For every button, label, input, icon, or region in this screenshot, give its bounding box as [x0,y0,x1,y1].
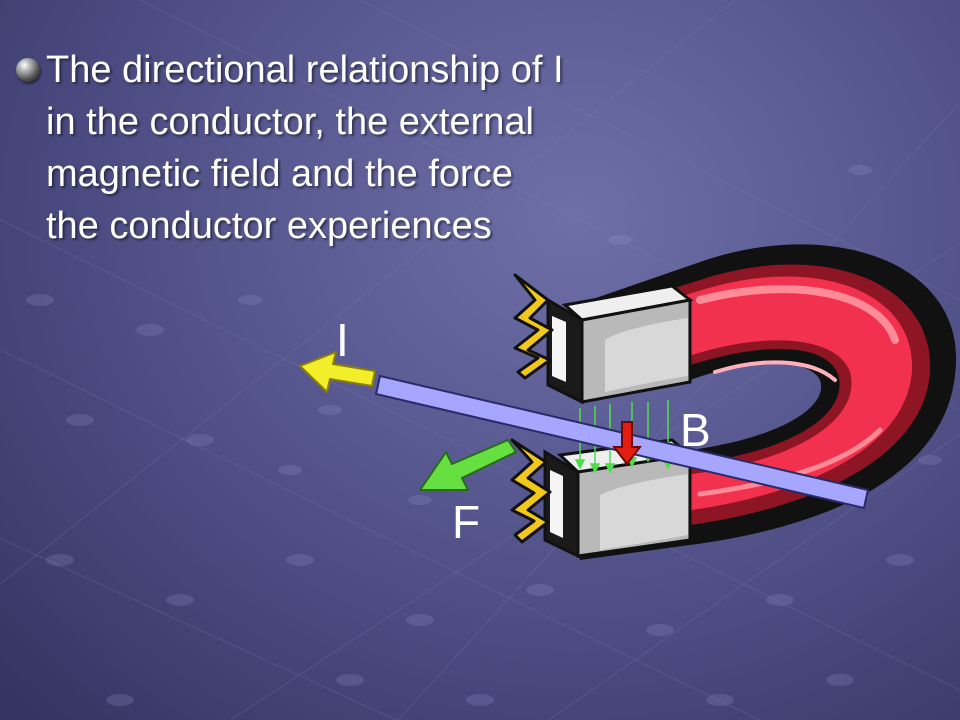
field-arrow-icon [611,421,643,466]
bullet-text: The directional relationship of I in the… [46,49,564,247]
current-arrow-icon [299,351,376,393]
sphere-bullet-icon [16,58,40,82]
horseshoe-magnet-icon [543,244,957,560]
label-force: F [452,496,480,548]
label-current: I [336,314,349,366]
force-arrow-icon [419,439,517,491]
label-field: B [680,404,711,456]
lightning-spark-icon [513,273,554,380]
lightning-spark-icon [510,438,552,544]
